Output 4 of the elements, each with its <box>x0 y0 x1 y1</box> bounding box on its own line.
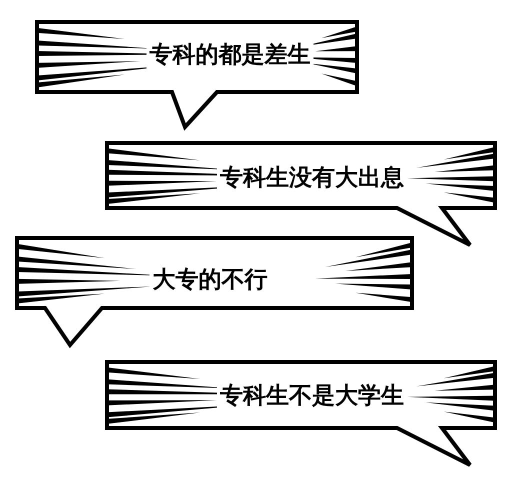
bubble-text: 专科生没有大出息 <box>217 164 407 192</box>
speech-bubble <box>107 362 495 465</box>
bubble-text: 大专的不行 <box>150 266 270 294</box>
speech-bubble <box>107 143 495 245</box>
